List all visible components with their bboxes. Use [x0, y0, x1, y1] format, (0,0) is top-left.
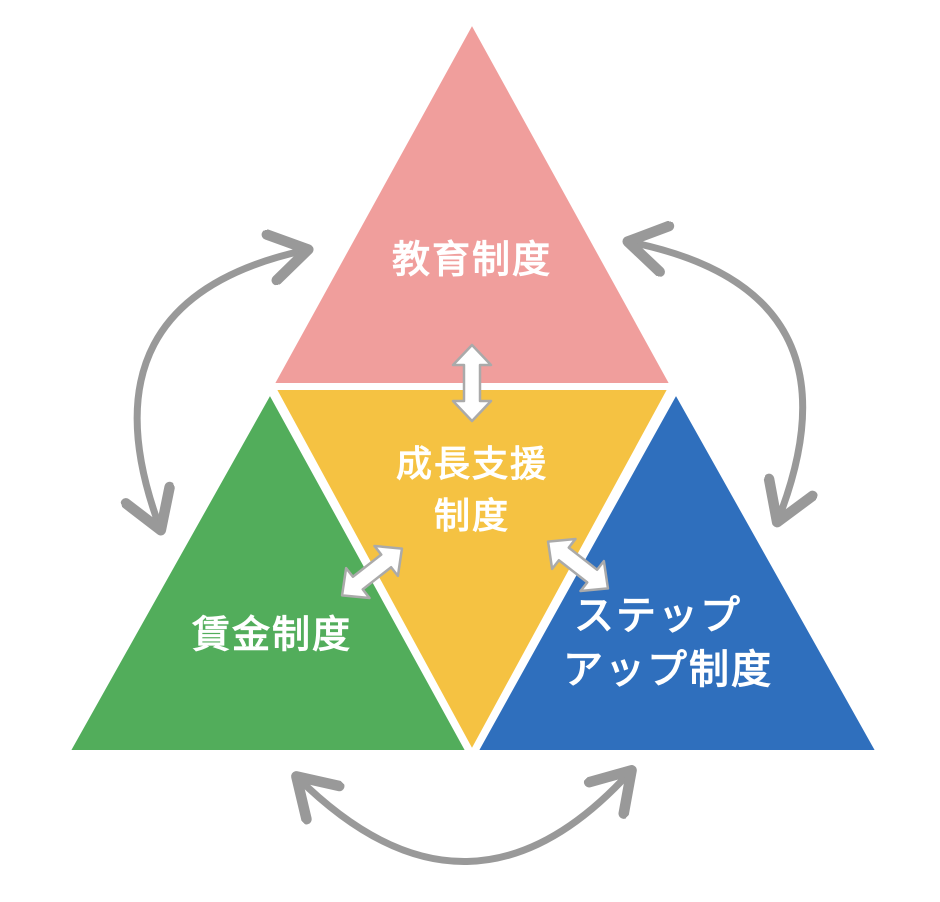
inner-double-arrow-icon-right — [546, 537, 610, 593]
right-label-line2: アップ制度 — [563, 647, 773, 693]
center-label-line2: 制度 — [434, 496, 510, 537]
inner-double-arrow-icon-vertical — [451, 343, 493, 423]
top-triangle — [270, 20, 674, 387]
left-label: 賃金制度 — [191, 613, 352, 657]
inner-double-arrow-icon-left — [340, 544, 404, 600]
cycle-arrow-icon-bottom — [298, 772, 630, 865]
cycle-arrow-icon-left — [137, 250, 306, 528]
center-label-line1: 成長支援 — [396, 444, 548, 485]
right-label-line1: ステップ — [574, 593, 742, 639]
cycle-arrow-icon-right — [630, 242, 803, 520]
top-label: 教育制度 — [392, 238, 552, 282]
